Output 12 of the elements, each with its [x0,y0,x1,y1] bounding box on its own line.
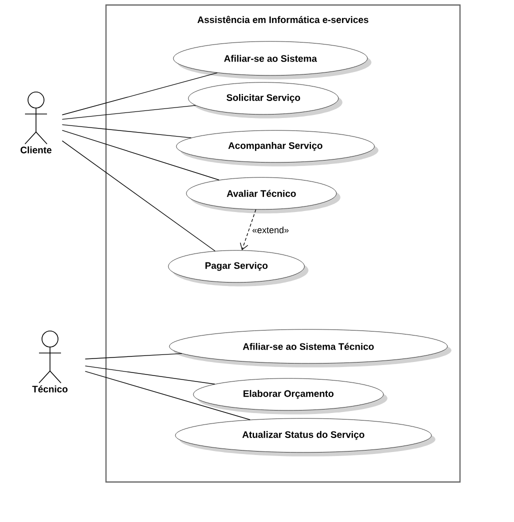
association-line [62,130,220,180]
node-label: Cliente [20,146,52,154]
node-label: Técnico [32,385,68,392]
association-line [62,124,192,138]
association-line [62,140,216,252]
extend-arrow [240,209,256,250]
association-line [62,105,196,120]
actor-figure: Cliente [20,92,52,154]
association-line [84,366,216,384]
actor-figure: Técnico [32,330,68,392]
association-line [84,353,182,360]
edge-label: «extend» [251,226,290,234]
